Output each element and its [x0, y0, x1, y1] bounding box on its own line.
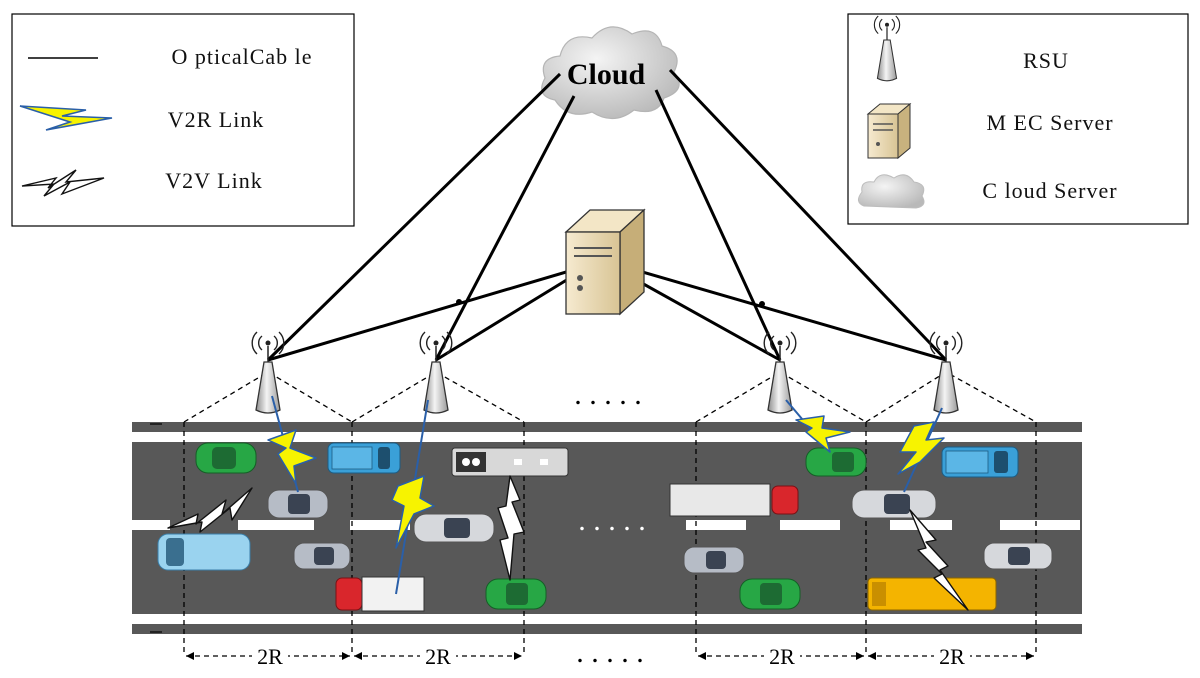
distance-2: 2R	[354, 644, 522, 669]
legend-label-rsu: RSU	[1023, 48, 1069, 73]
blue-truck	[941, 446, 1019, 478]
grey-car	[267, 489, 329, 519]
light-blue-van	[157, 533, 251, 571]
legend-label-v2v: V2V Link	[165, 168, 262, 193]
legend-right: RSU M EC Server C loud Server	[847, 13, 1189, 225]
green-car	[195, 442, 257, 474]
blue-truck	[327, 442, 401, 474]
cloud-icon	[541, 26, 680, 120]
yellow-bus	[867, 577, 997, 611]
legend-label-v2r: V2R Link	[168, 107, 265, 132]
green-car	[805, 447, 867, 477]
silver-car	[413, 513, 495, 543]
distance-ellipsis: . . . . .	[576, 636, 644, 669]
mec-server	[564, 208, 646, 316]
white-truck	[335, 576, 425, 612]
distance-label: 2R	[425, 644, 451, 669]
rsu-1	[251, 331, 285, 414]
cloud-server-icon	[858, 174, 925, 209]
legend-label-optical-cable: O pticalCab le	[171, 44, 312, 69]
distance-1: 2R	[186, 644, 350, 669]
bus	[451, 447, 569, 477]
vehicles	[157, 442, 1053, 612]
cable-junctions	[456, 299, 765, 307]
road-edge-ticks	[150, 423, 162, 633]
grey-car	[683, 546, 745, 574]
rsu-3	[763, 331, 797, 414]
top-ellipsis: . . . . .	[574, 378, 642, 411]
legend-label-cloud-server: C loud Server	[982, 178, 1117, 203]
red-cab-truck	[669, 483, 799, 517]
silver-car	[983, 542, 1053, 570]
distance-label: 2R	[939, 644, 965, 669]
green-car	[739, 578, 801, 610]
green-car	[485, 578, 547, 610]
rsu-2	[419, 331, 453, 414]
v2r-lightning-icon	[19, 105, 113, 131]
distance-label: 2R	[769, 644, 795, 669]
rsu-4	[929, 331, 963, 414]
cloud-label: Cloud	[567, 58, 646, 91]
distance-label: 2R	[257, 644, 283, 669]
legend-label-mec-server: M EC Server	[986, 110, 1113, 135]
v2r-links	[267, 395, 945, 595]
distance-3: 2R	[698, 644, 864, 669]
grey-car	[293, 542, 351, 570]
v2v-lightning-icon	[21, 169, 105, 197]
legend-left: O pticalCab le V2R Link V2V Link	[11, 13, 355, 227]
distance-4: 2R	[868, 644, 1034, 669]
silver-car	[851, 489, 937, 519]
distance-markers: 2R 2R . . . . . 2R 2R	[186, 636, 1034, 669]
mec-server-icon	[866, 102, 912, 160]
v2v-links	[167, 475, 969, 611]
road-ellipsis: . . . . .	[578, 504, 646, 537]
